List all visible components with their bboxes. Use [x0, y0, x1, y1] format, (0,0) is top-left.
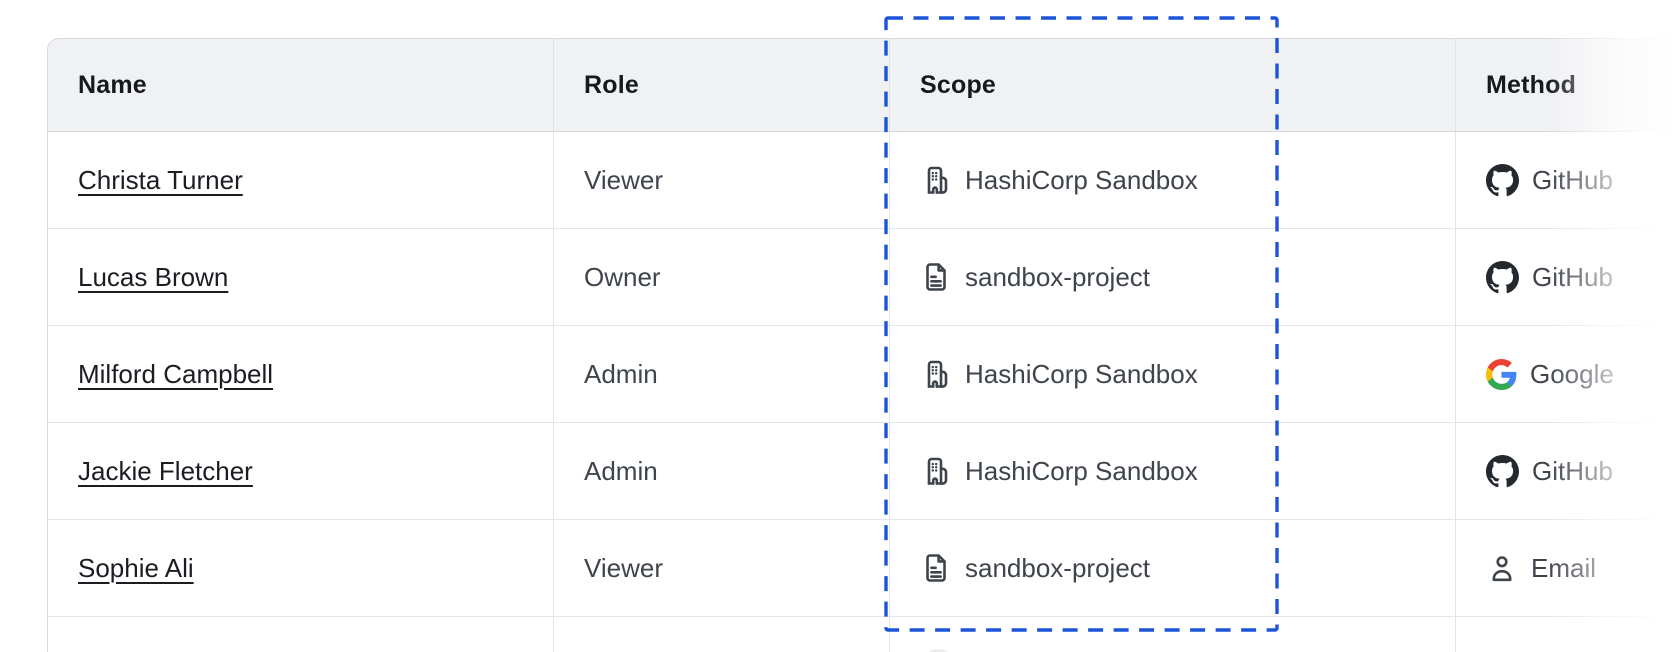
table-row: Milford Campbell Admin HashiCorp Sandbox…	[48, 326, 1672, 423]
method-cell: Google	[1456, 326, 1672, 422]
method-value: GitHub	[1532, 261, 1613, 292]
member-name-link[interactable]: Jackie Fletcher	[78, 455, 253, 486]
column-header-method-label: Method	[1486, 70, 1577, 99]
column-header-scope: Scope	[890, 39, 1456, 131]
table-header-row: Name Role Scope Method	[48, 39, 1672, 132]
name-cell: Milford Campbell	[48, 326, 554, 422]
name-cell: Christa Turner	[48, 132, 554, 228]
scope-value: sandbox-project	[965, 552, 1150, 583]
name-cell: Sophie Ali	[48, 520, 554, 616]
name-cell	[48, 617, 554, 652]
github-icon	[1486, 163, 1519, 196]
members-table: Name Role Scope Method Christa Turner Vi…	[47, 38, 1672, 652]
table-row: Jackie Fletcher Admin HashiCorp Sandbox …	[48, 423, 1672, 520]
role-cell	[554, 617, 890, 652]
role-cell: Admin	[554, 423, 890, 519]
method-cell: GitHub	[1456, 132, 1672, 228]
method-cell: GitHub	[1456, 423, 1672, 519]
column-header-role: Role	[554, 39, 890, 131]
name-cell: Lucas Brown	[48, 229, 554, 325]
column-header-method: Method	[1456, 39, 1672, 131]
scope-value: HashiCorp Sandbox	[965, 455, 1198, 486]
method-value: Email	[1531, 552, 1597, 583]
method-value: GitHub	[1532, 455, 1613, 486]
scope-cell: HashiCorp Sandbox	[890, 326, 1456, 422]
column-header-role-label: Role	[584, 70, 639, 99]
user-icon	[1492, 556, 1512, 582]
role-value: Owner	[584, 261, 661, 292]
method-value: Google	[1530, 358, 1614, 389]
scope-cell: HashiCorp Sandbox	[890, 423, 1456, 519]
member-name-link[interactable]: Sophie Ali	[78, 552, 194, 583]
method-cell	[1456, 617, 1672, 652]
member-name-link[interactable]: Lucas Brown	[78, 261, 229, 292]
table-row: Lucas Brown Owner sandbox-project GitHub	[48, 229, 1672, 326]
scope-cell: sandbox-project	[890, 229, 1456, 325]
role-value: Admin	[584, 455, 658, 486]
member-name-link[interactable]: Christa Turner	[78, 164, 243, 195]
table-row-partial	[48, 617, 1672, 652]
member-name-link[interactable]: Milford Campbell	[78, 358, 274, 389]
project-icon	[926, 263, 946, 291]
scope-cell: HashiCorp Sandbox	[890, 132, 1456, 228]
github-icon	[1486, 260, 1519, 293]
column-header-name-label: Name	[78, 70, 147, 99]
role-cell: Admin	[554, 326, 890, 422]
org-icon	[927, 457, 948, 485]
table-row: Sophie Ali Viewer sandbox-project Email	[48, 520, 1672, 617]
method-cell: GitHub	[1456, 229, 1672, 325]
github-icon	[1486, 454, 1519, 487]
role-cell: Viewer	[554, 520, 890, 616]
scope-value: sandbox-project	[965, 261, 1150, 292]
role-value: Admin	[584, 358, 658, 389]
role-value: Viewer	[584, 552, 664, 583]
org-icon	[927, 360, 948, 388]
table-row: Christa Turner Viewer HashiCorp Sandbox …	[48, 132, 1672, 229]
role-value: Viewer	[584, 164, 664, 195]
method-value: GitHub	[1532, 164, 1613, 195]
project-icon	[926, 554, 946, 582]
column-header-scope-label: Scope	[920, 70, 997, 99]
name-cell: Jackie Fletcher	[48, 423, 554, 519]
method-cell: Email	[1456, 520, 1672, 616]
role-cell: Owner	[554, 229, 890, 325]
org-icon	[927, 166, 948, 194]
scope-cell: sandbox-project	[890, 520, 1456, 616]
scope-value: HashiCorp Sandbox	[965, 164, 1198, 195]
role-cell: Viewer	[554, 132, 890, 228]
column-header-name: Name	[48, 39, 554, 131]
google-icon	[1486, 358, 1517, 390]
scope-cell	[890, 617, 1456, 652]
scope-value: HashiCorp Sandbox	[965, 358, 1198, 389]
